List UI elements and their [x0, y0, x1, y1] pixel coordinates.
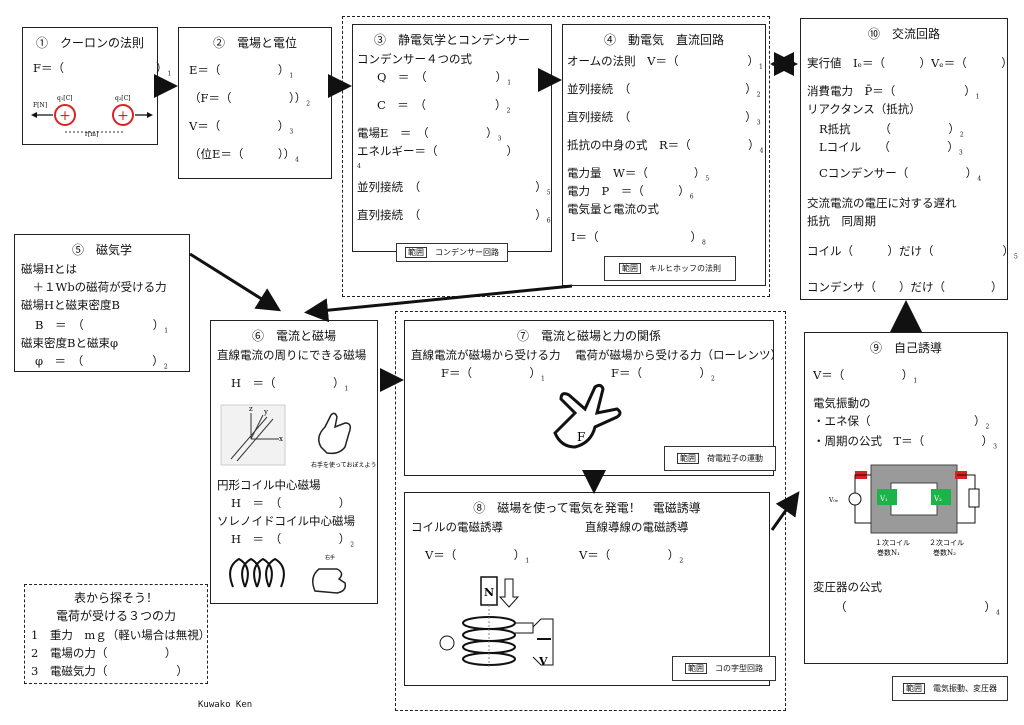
current-field-illustrations: x y z 右手を使っておぼえよう 右手	[220, 404, 377, 594]
svg-text:V₁: V₁	[879, 495, 888, 503]
range-tag-oscillation-transformer: 範囲電気振動、変圧器	[892, 676, 1008, 701]
range-tag-kirchhoff: 範囲キルヒホッフの法則	[604, 256, 736, 281]
svg-text:V: V	[538, 655, 548, 668]
svg-text:q₁[C]: q₁[C]	[57, 95, 73, 102]
svg-text:F: F	[577, 430, 585, 444]
box-title: ⑨ 自己誘導	[869, 341, 942, 355]
charge-2	[112, 104, 134, 126]
range-tag-u-shaped-circuit: 範囲コの字型回路	[672, 656, 776, 681]
three-forces-note: 表から探そう！ 電荷が受ける３つの力 1 重力 mｇ（軽い場合は無視） 2 電場…	[24, 584, 210, 684]
electrostatics-capacitor-box: ③ 静電気学とコンデンサー コンデンサー４つの式 Q ＝ （ ）1 C ＝ （ …	[352, 24, 552, 252]
svg-text:r[m]: r[m]	[85, 131, 98, 138]
svg-text:N: N	[484, 586, 494, 599]
svg-text:V₂: V₂	[933, 495, 942, 503]
self-induction-box: ⑨ 自己誘導 V＝（ ）1 電気振動の ・エネ保（ ）2 ・周期の公式 T＝（ …	[804, 332, 1008, 664]
electric-field-potential-box: ② 電場と電位 E＝（ ）1 （F＝（ ））2 V＝（ ）3 （位E＝（ ））4	[178, 27, 332, 179]
svg-text:q₂[C]: q₂[C]	[115, 95, 131, 102]
magnetism-box: ⑤ 磁気学 磁場Hとは ＋１Wbの磁荷が受ける力 磁場Hと磁束密度B B ＝ （…	[14, 234, 190, 372]
range-tag-capacitor-circuit: 範囲コンデンサー回路	[396, 243, 508, 262]
svg-text:巻数N₂: 巻数N₂	[933, 548, 956, 557]
box-title: ⑩ 交流回路	[867, 27, 940, 41]
svg-text:右手を使っておぼえよう: 右手を使っておぼえよう	[311, 461, 377, 469]
box-title: ⑥ 電流と磁場	[251, 329, 336, 343]
box-title: ⑤ 磁気学	[71, 243, 132, 257]
fleming-left-hand-illustration: F	[553, 383, 622, 449]
solenoid-coil-icon	[229, 557, 285, 588]
svg-text:右手: 右手	[325, 554, 335, 561]
svg-text:１次コイル: １次コイル	[875, 538, 910, 547]
box-title: ① クーロンの法則	[35, 36, 144, 50]
svg-text:y: y	[263, 408, 268, 416]
right-hand-grip-icon	[312, 568, 347, 594]
box-title: ② 電場と電位	[212, 36, 297, 50]
coulomb-law-box: ① クーロンの法則 F＝（ ）1 q₁[C] q₂[C] F[N] + + r[…	[22, 27, 171, 145]
svg-text:V₀ₑ: V₀ₑ	[828, 497, 839, 504]
box-title: ⑦ 電流と磁場と力の関係	[516, 329, 661, 343]
charge-1	[54, 104, 76, 126]
svg-text:F[N]: F[N]	[33, 102, 47, 109]
svg-text:z: z	[249, 405, 253, 413]
formula-coulomb: F＝（ ）	[33, 61, 168, 75]
coil-magnet-diagram: N V	[439, 576, 554, 669]
box-title: ④ 動電気 直流回路	[603, 33, 724, 47]
ac-circuit-box: ⑩ 交流回路 実行値 Iₑ＝（ ）Vₑ＝（ ） 消費電力 P̄＝（ ）1 リアク…	[800, 18, 1018, 300]
coulomb-charges-diagram: q₁[C] q₂[C] F[N] + + r[m]	[31, 95, 153, 138]
box-title: ③ 静電気学とコンデンサー	[373, 33, 530, 47]
svg-text:x: x	[279, 435, 283, 443]
current-magnetic-field-box: ⑥ 電流と磁場 直線電流の周りにできる磁場 H ＝（ ）1 x y z 右手を使…	[210, 320, 378, 604]
dc-circuit-box: ④ 動電気 直流回路 オームの法則 V＝（ ）1 並列接続 （ ）2 直列接続 …	[562, 24, 766, 286]
svg-text:２次コイル: ２次コイル	[929, 538, 964, 547]
box-title: ⑧ 磁場を使って電気を発電！ 電磁誘導	[473, 501, 701, 515]
author-name: Kuwako Ken	[198, 700, 253, 710]
svg-text:巻数N₁: 巻数N₁	[877, 548, 900, 557]
electromagnetic-induction-box: ⑧ 磁場を使って電気を発電！ 電磁誘導 コイルの電磁誘導 直線導線の電磁誘導 V…	[404, 492, 770, 686]
transformer-diagram: V₁ V₂ V₀ₑ １次コイル 巻数N₁ ２次コイル 巻数N₂	[828, 464, 980, 557]
left-hand-icon	[553, 383, 622, 449]
range-tag-charged-particle: 範囲荷電粒子の運動	[664, 446, 776, 471]
svg-text:+: +	[59, 108, 71, 124]
right-hand-icon	[318, 412, 352, 455]
svg-text:+: +	[117, 108, 129, 124]
